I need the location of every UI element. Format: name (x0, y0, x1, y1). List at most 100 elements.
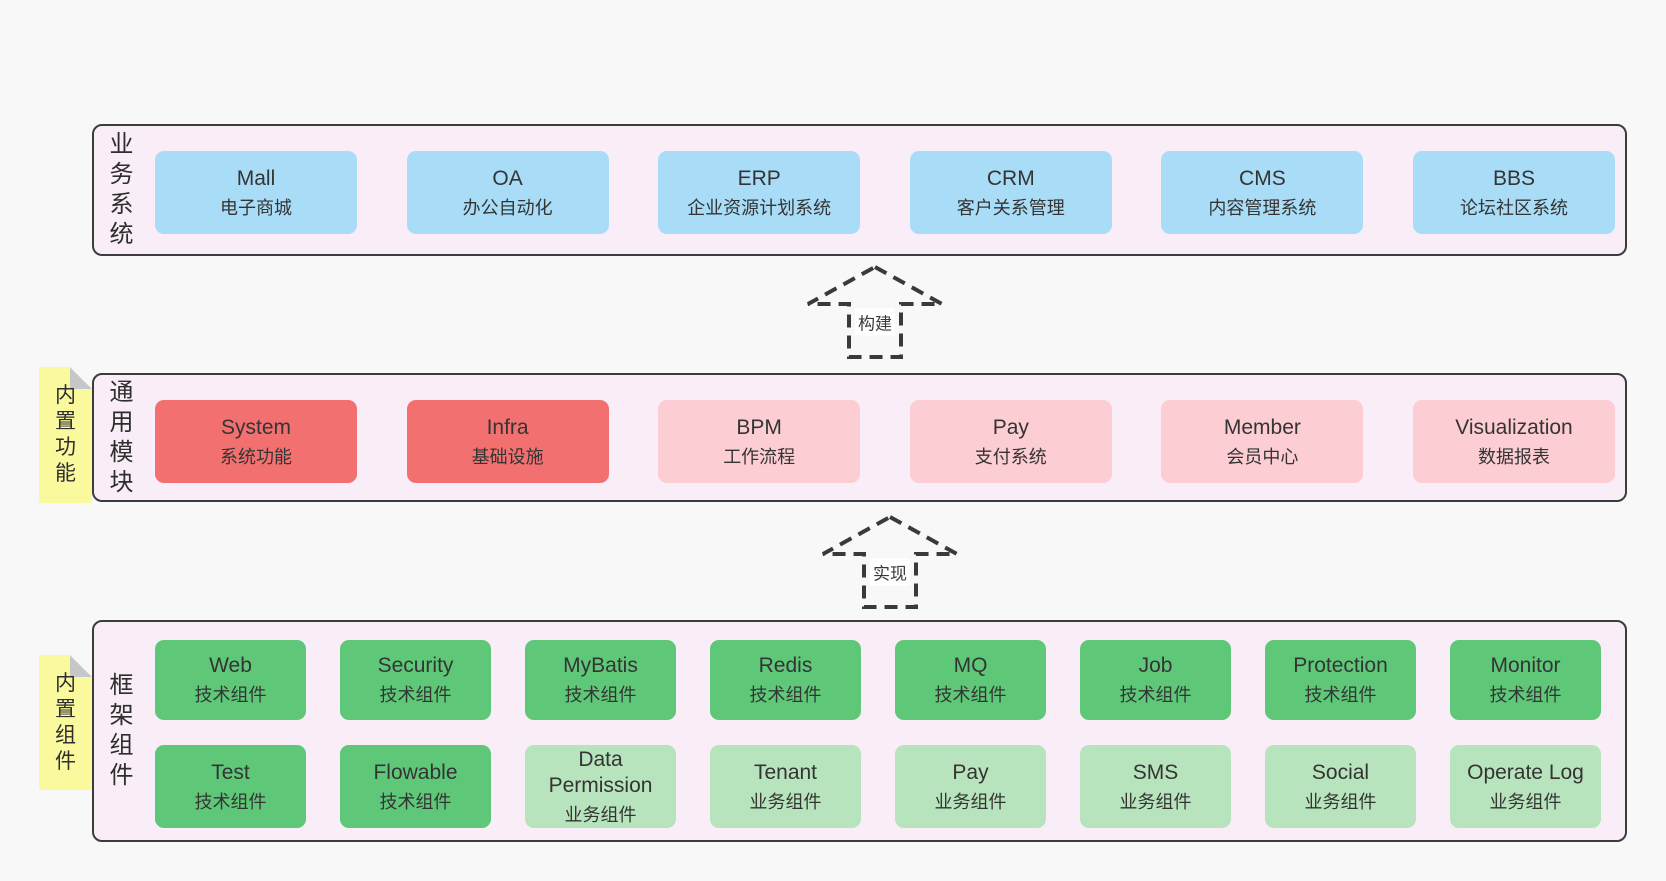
box-title: Redis (758, 654, 813, 678)
box-subtitle: 支付系统 (974, 446, 1047, 467)
sticky-note-builtin-components: 内置组件 (39, 655, 92, 790)
box-title: Security (377, 654, 454, 678)
box-subtitle: 业务组件 (934, 791, 1007, 812)
box-subtitle: 电子商城 (220, 197, 292, 218)
box-subtitle: 数据报表 (1477, 446, 1550, 467)
box-title: Protection (1293, 654, 1388, 678)
box-title: Visualization (1455, 415, 1573, 439)
box-title: System (220, 415, 291, 439)
sticky-note-builtin-features: 内置功能 (39, 367, 92, 503)
box-subtitle: 业务组件 (564, 805, 637, 825)
box-title: OA (492, 166, 523, 190)
box-cms: CMS 内容管理系统 (1161, 151, 1364, 234)
box-title: Mall (236, 166, 276, 190)
box-title: Pay (992, 415, 1029, 439)
box-operate-log: Operate Log 业务组件 (1450, 745, 1601, 828)
box-social: Social 业务组件 (1265, 745, 1416, 828)
panel-modules-label-wrap: 通用模块 (108, 375, 135, 500)
box-crm: CRM 客户关系管理 (909, 151, 1112, 234)
box-redis: Redis 技术组件 (710, 640, 861, 720)
sticky-note-label: 内置功能 (55, 384, 76, 485)
box-title: Member (1223, 415, 1301, 439)
box-subtitle: 企业资源计划系统 (687, 197, 832, 218)
arrow-implement: 实现 (820, 514, 960, 610)
box-title: Social (1311, 760, 1370, 784)
box-subtitle: 技术组件 (1119, 685, 1192, 706)
panel-business-label: 业务系统 (109, 131, 134, 248)
box-subtitle: 业务组件 (749, 791, 822, 812)
box-subtitle: 办公自动化 (462, 197, 553, 218)
box-subtitle: 工作流程 (723, 446, 796, 467)
box-subtitle: 业务组件 (1489, 791, 1562, 812)
box-bbs: BBS 论坛社区系统 (1412, 151, 1615, 234)
box-protection: Protection 技术组件 (1265, 640, 1416, 720)
box-mall: Mall 电子商城 (155, 151, 357, 234)
box-mq: MQ 技术组件 (895, 640, 1046, 720)
box-subtitle: 论坛社区系统 (1459, 197, 1568, 218)
box-member: Member 会员中心 (1161, 400, 1364, 483)
box-system: System 系统功能 (155, 400, 357, 483)
box-title: Data Permission (548, 747, 653, 797)
box-title: BBS (1492, 166, 1535, 190)
box-title: MyBatis (563, 654, 638, 678)
panel-framework-components: 框架组件 Web 技术组件 Security 技术组件 MyBatis 技术组件… (92, 620, 1627, 842)
box-mybatis: MyBatis 技术组件 (525, 640, 676, 720)
box-title: CRM (986, 166, 1035, 190)
business-row: Mall 电子商城 OA 办公自动化 ERP 企业资源计划系统 CRM 客户关系… (155, 151, 1615, 234)
modules-row: System 系统功能 Infra 基础设施 BPM 工作流程 Pay 支付系统… (155, 400, 1615, 483)
arrow-implement-label: 实现 (870, 558, 910, 586)
box-subtitle: 技术组件 (749, 685, 822, 706)
box-subtitle: 会员中心 (1226, 446, 1299, 467)
box-title: Operate Log (1467, 760, 1584, 784)
up-arrow-icon (822, 514, 958, 609)
panel-business-systems: 业务系统 Mall 电子商城 OA 办公自动化 ERP 企业资源计划系统 CRM… (92, 124, 1627, 256)
box-title: BPM (736, 415, 782, 439)
panel-modules-label: 通用模块 (109, 378, 134, 496)
box-security: Security 技术组件 (340, 640, 491, 720)
box-subtitle: 基础设施 (471, 446, 544, 467)
box-subtitle: 技术组件 (1489, 685, 1562, 706)
components-row-2: Test 技术组件 Flowable 技术组件 Data Permission … (155, 745, 1601, 828)
box-erp: ERP 企业资源计划系统 (658, 151, 861, 234)
box-web: Web 技术组件 (155, 640, 306, 720)
box-visualization: Visualization 数据报表 (1412, 400, 1615, 483)
box-title: ERP (737, 166, 781, 190)
box-flowable: Flowable 技术组件 (340, 745, 491, 828)
box-title: Job (1138, 654, 1173, 678)
box-title: CMS (1239, 166, 1286, 190)
box-title: SMS (1132, 760, 1179, 784)
box-subtitle: 技术组件 (1304, 685, 1377, 706)
panel-common-modules: 通用模块 System 系统功能 Infra 基础设施 BPM 工作流程 Pay… (92, 373, 1627, 502)
panel-components-label: 框架组件 (109, 672, 134, 789)
box-subtitle: 客户关系管理 (956, 197, 1065, 218)
box-oa: OA 办公自动化 (406, 151, 609, 234)
box-bpm: BPM 工作流程 (658, 400, 861, 483)
arrow-build: 构建 (805, 264, 945, 360)
box-test: Test 技术组件 (155, 745, 306, 828)
box-tenant: Tenant 业务组件 (710, 745, 861, 828)
sticky-note-label: 内置组件 (55, 671, 76, 773)
panel-components-label-wrap: 框架组件 (108, 622, 135, 840)
up-arrow-icon (807, 264, 943, 359)
box-infra: Infra 基础设施 (406, 400, 609, 483)
box-subtitle: 技术组件 (379, 791, 452, 812)
box-job: Job 技术组件 (1080, 640, 1231, 720)
box-title: Tenant (753, 760, 818, 784)
box-subtitle: 业务组件 (1304, 791, 1377, 812)
panel-business-label-wrap: 业务系统 (108, 126, 135, 254)
box-subtitle: 技术组件 (934, 685, 1007, 706)
box-title: Test (211, 760, 250, 784)
box-pay-component: Pay 业务组件 (895, 745, 1046, 828)
box-subtitle: 技术组件 (194, 685, 267, 706)
box-subtitle: 业务组件 (1119, 791, 1192, 812)
box-title: MQ (953, 654, 988, 678)
box-title: Monitor (1490, 654, 1561, 678)
box-subtitle: 技术组件 (564, 685, 637, 706)
box-subtitle: 技术组件 (194, 791, 267, 812)
box-title: Web (209, 654, 252, 678)
arrow-build-label: 构建 (855, 308, 895, 336)
box-data-permission: Data Permission 业务组件 (525, 745, 676, 828)
box-subtitle: 系统功能 (220, 446, 292, 467)
box-title: Infra (486, 415, 529, 439)
